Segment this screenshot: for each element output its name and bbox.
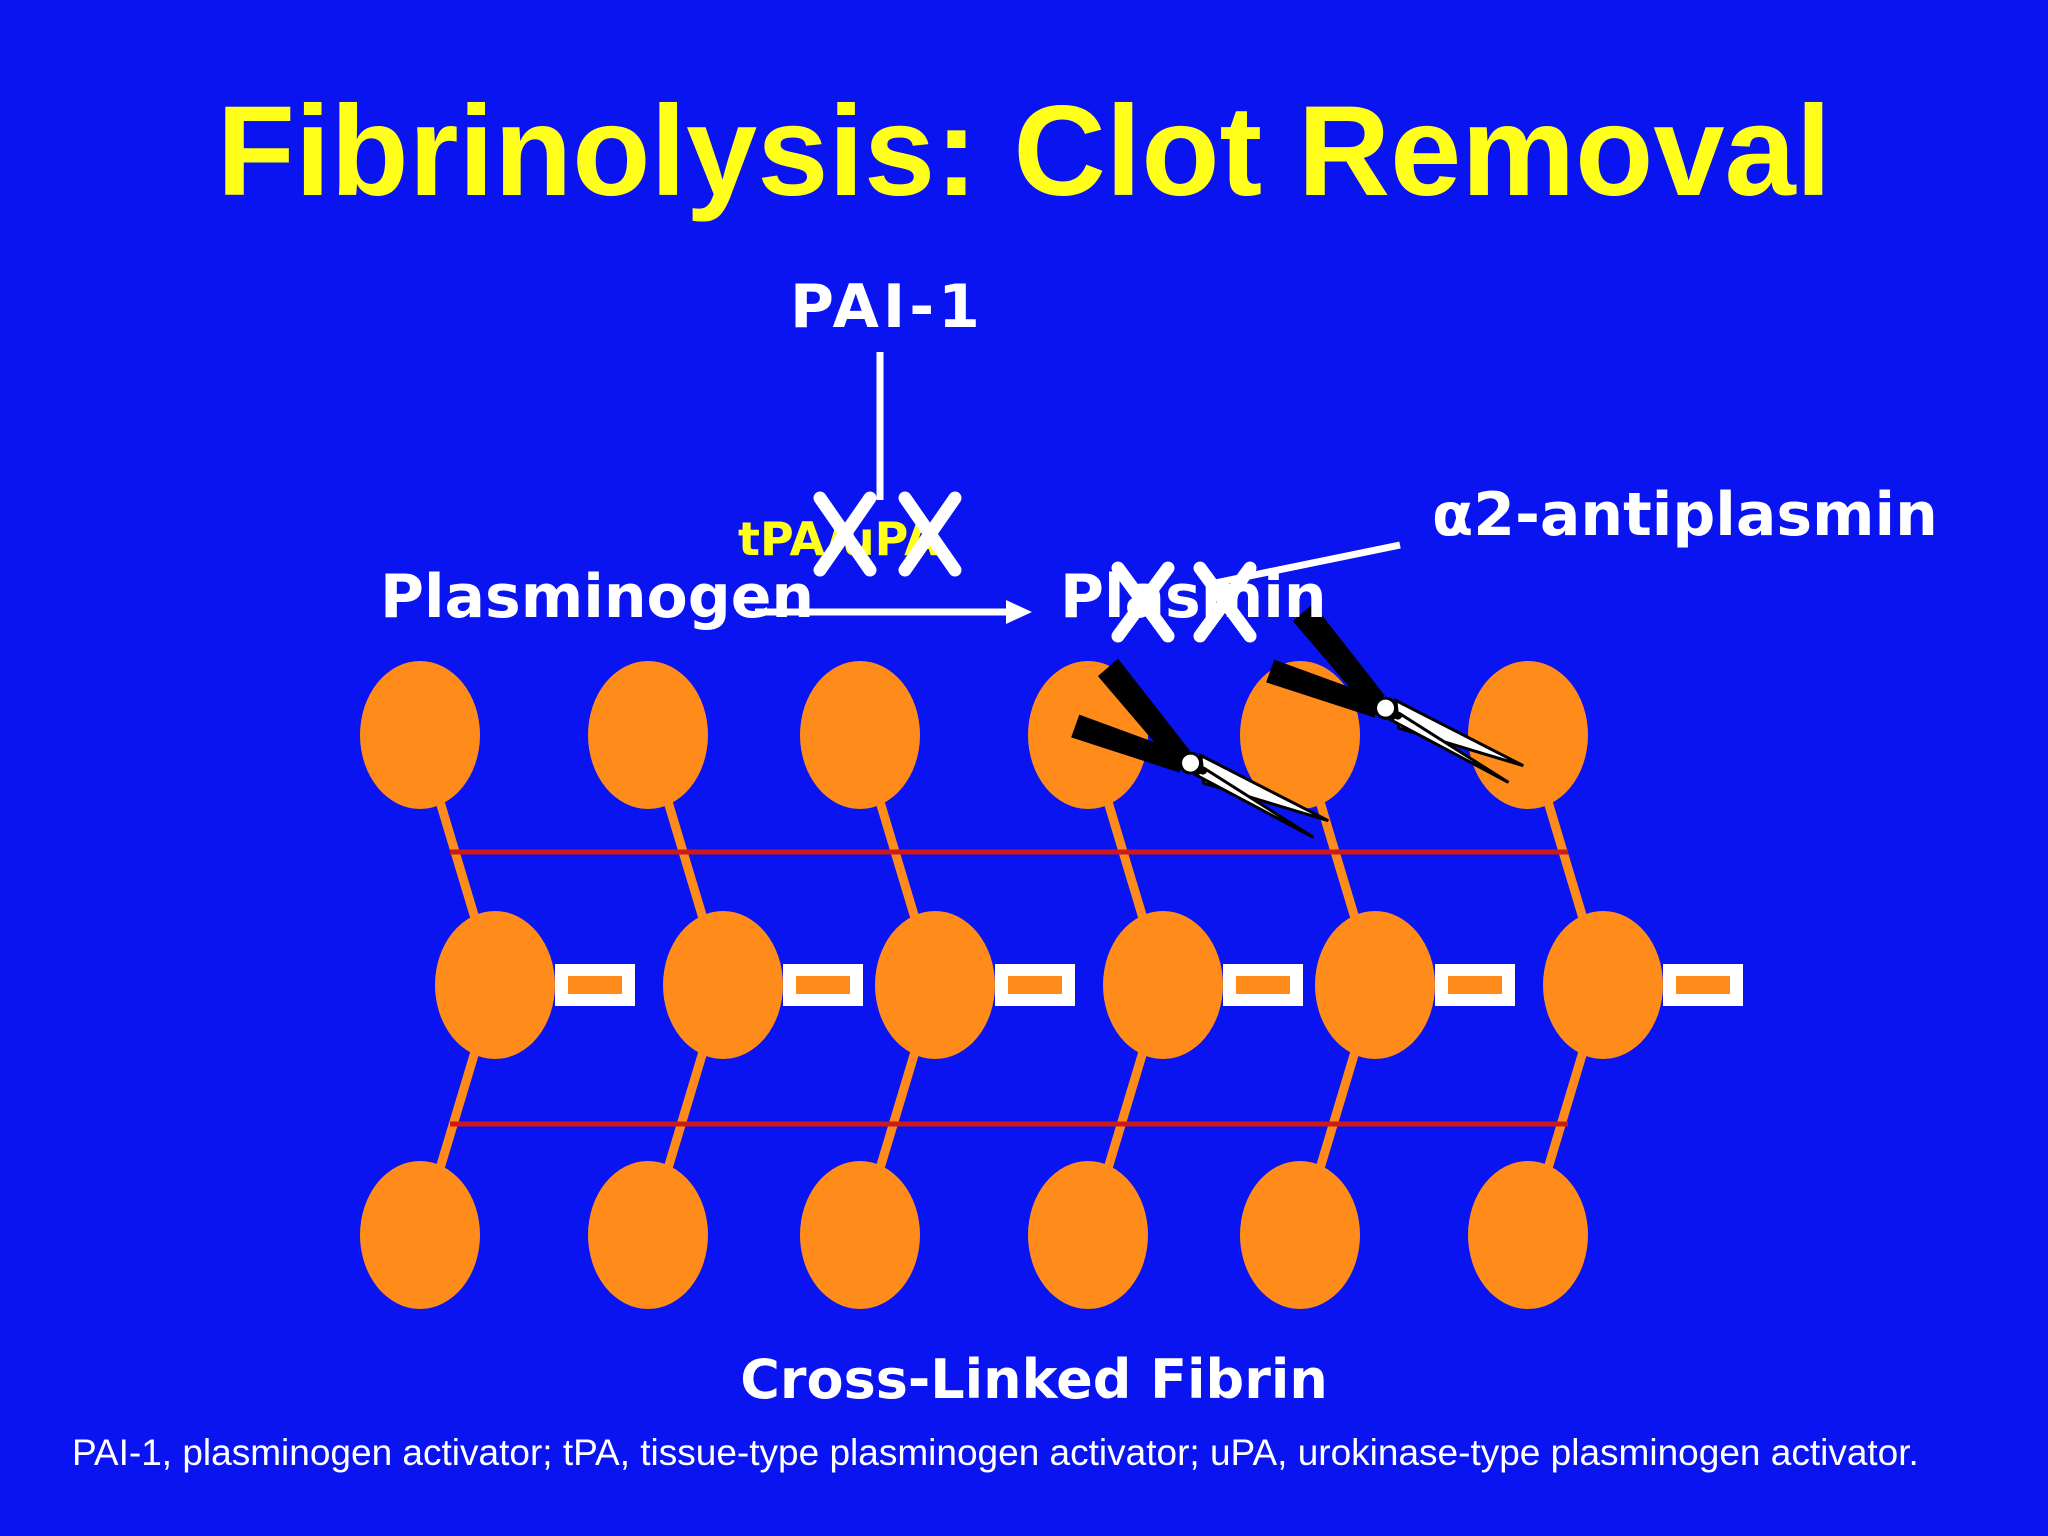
fibrin-node [1468,1161,1588,1309]
fibrin-node [1468,661,1588,809]
fibrin-node [360,661,480,809]
fibrin-node [875,911,995,1059]
inhibition-x-icon [813,491,962,577]
slide-title: Fibrinolysis: Clot Removal [216,80,1832,223]
antiplasmin-label: α2-antiplasmin [1432,480,1938,550]
fibrin-label: Cross-Linked Fibrin [740,1348,1328,1411]
fibrin-node [800,1161,920,1309]
fibrin-node [1315,911,1435,1059]
slide-caption: PAI-1, plasminogen activator; tPA, tissu… [72,1432,1919,1473]
fibrin-node [435,911,555,1059]
fibrin-node [1543,911,1663,1059]
crosslink-bars [555,964,1743,1006]
fibrin-node [800,661,920,809]
fibrin-nodes-top [360,661,1588,809]
fibrin-node [588,661,708,809]
plasminogen-label: Plasminogen [380,562,815,632]
inhibition-x-icon [1111,561,1257,643]
fibrin-node [360,1161,480,1309]
scissors-icon [1071,658,1330,839]
fibrin-nodes-middle [435,911,1663,1059]
scissors-icon [1266,603,1525,784]
fibrin-node [663,911,783,1059]
pai1-label: PAI-1 [790,272,984,342]
fibrin-node [1103,911,1223,1059]
fibrin-node [588,1161,708,1309]
fibrin-node [1028,1161,1148,1309]
fibrin-node [1240,1161,1360,1309]
fibrin-nodes-bottom [360,1161,1588,1309]
arrow-right-icon [755,600,1032,624]
plasmin-label: Plasmin [1060,562,1327,632]
